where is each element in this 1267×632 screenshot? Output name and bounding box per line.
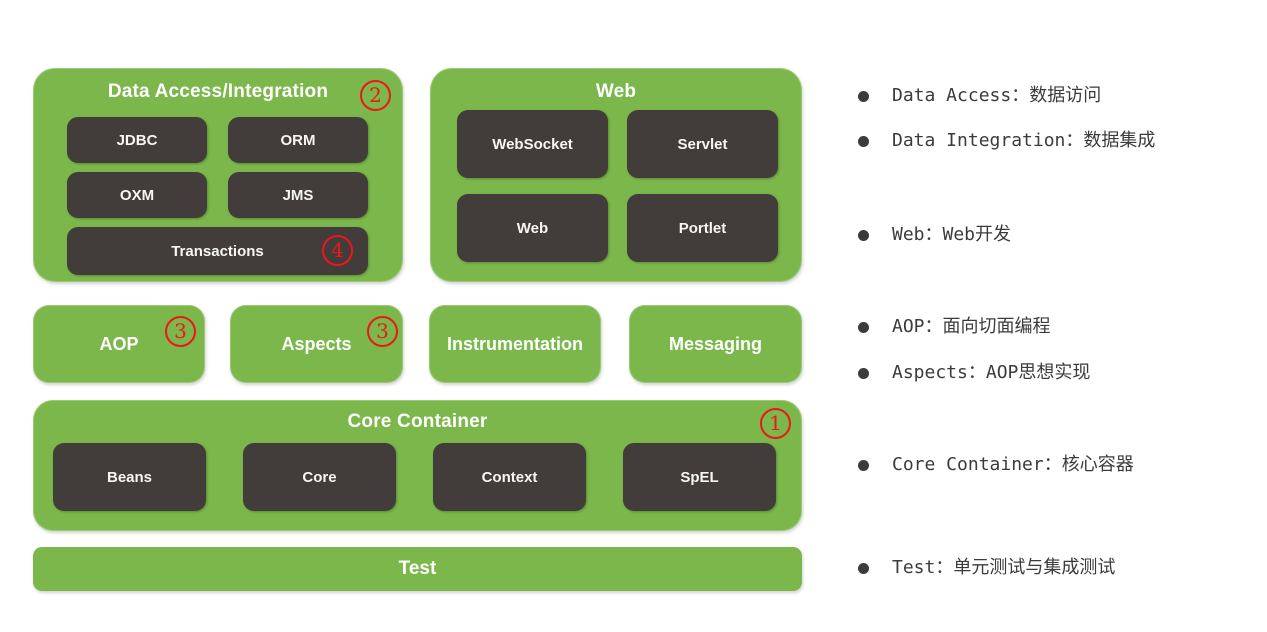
jdbc-cell: JDBC [67, 117, 207, 163]
aspects-box: Aspects 3 [230, 305, 403, 383]
legend-item-web: Web：Web开发 [858, 222, 1011, 248]
bullet-icon [858, 367, 869, 379]
core-container-box: Core Container 1 Beans Core Context SpEL [33, 400, 802, 531]
circled-number-2-badge: 2 [360, 80, 391, 111]
test-title: Test [398, 558, 437, 579]
data-access-integration-box: Data Access/Integration JDBC ORM OXM JMS… [33, 68, 403, 282]
legend-item-core-container: Core Container：核心容器 [858, 452, 1134, 478]
core-container-title: Core Container [347, 411, 488, 432]
web-cell: Web [457, 194, 608, 262]
bullet-icon [858, 135, 869, 147]
bullet-icon [858, 229, 869, 241]
legend-item-data-integration: Data Integration：数据集成 [858, 128, 1155, 154]
circled-number-3-badge-aop: 3 [165, 316, 196, 347]
legend-item-aspects: Aspects：AOP思想实现 [858, 360, 1090, 386]
jms-cell: JMS [228, 172, 368, 218]
websocket-cell: WebSocket [457, 110, 608, 178]
context-cell: Context [433, 443, 586, 511]
bullet-icon [858, 459, 869, 471]
test-box: Test [33, 547, 802, 591]
web-title: Web [595, 81, 637, 102]
oxm-cell: OXM [67, 172, 207, 218]
bullet-icon [858, 90, 869, 102]
data-access-integration-title: Data Access/Integration [107, 81, 329, 102]
circled-number-3-badge-aspects: 3 [367, 316, 398, 347]
legend-text: Data Access：数据访问 [892, 85, 1102, 106]
legend-text: Aspects：AOP思想实现 [892, 362, 1091, 383]
legend-text: Core Container：核心容器 [892, 454, 1134, 475]
core-cell: Core [243, 443, 396, 511]
legend-item-data-access: Data Access：数据访问 [858, 83, 1101, 109]
legend-text: Web：Web开发 [892, 224, 1012, 245]
aspects-label: Aspects [281, 333, 352, 354]
portlet-cell: Portlet [627, 194, 778, 262]
instrumentation-box: Instrumentation [429, 305, 601, 383]
messaging-box: Messaging [629, 305, 802, 383]
messaging-label: Messaging [668, 333, 763, 354]
orm-cell: ORM [228, 117, 368, 163]
bullet-icon [858, 562, 869, 574]
legend-item-aop: AOP：面向切面编程 [858, 314, 1051, 340]
aop-box: AOP 3 [33, 305, 205, 383]
legend-item-test: Test：单元测试与集成测试 [858, 555, 1115, 581]
legend-text: Data Integration：数据集成 [892, 130, 1156, 151]
spel-cell: SpEL [623, 443, 776, 511]
servlet-cell: Servlet [627, 110, 778, 178]
instrumentation-label: Instrumentation [446, 333, 583, 354]
web-box: Web WebSocket Servlet Web Portlet [430, 68, 802, 282]
legend-text: AOP：面向切面编程 [892, 316, 1051, 337]
bullet-icon [858, 321, 869, 333]
transactions-cell: Transactions [67, 227, 368, 275]
aop-label: AOP [99, 333, 139, 354]
legend-text: Test：单元测试与集成测试 [892, 557, 1116, 578]
beans-cell: Beans [53, 443, 206, 511]
circled-number-4-badge: 4 [322, 235, 353, 266]
circled-number-1-badge: 1 [760, 408, 791, 439]
